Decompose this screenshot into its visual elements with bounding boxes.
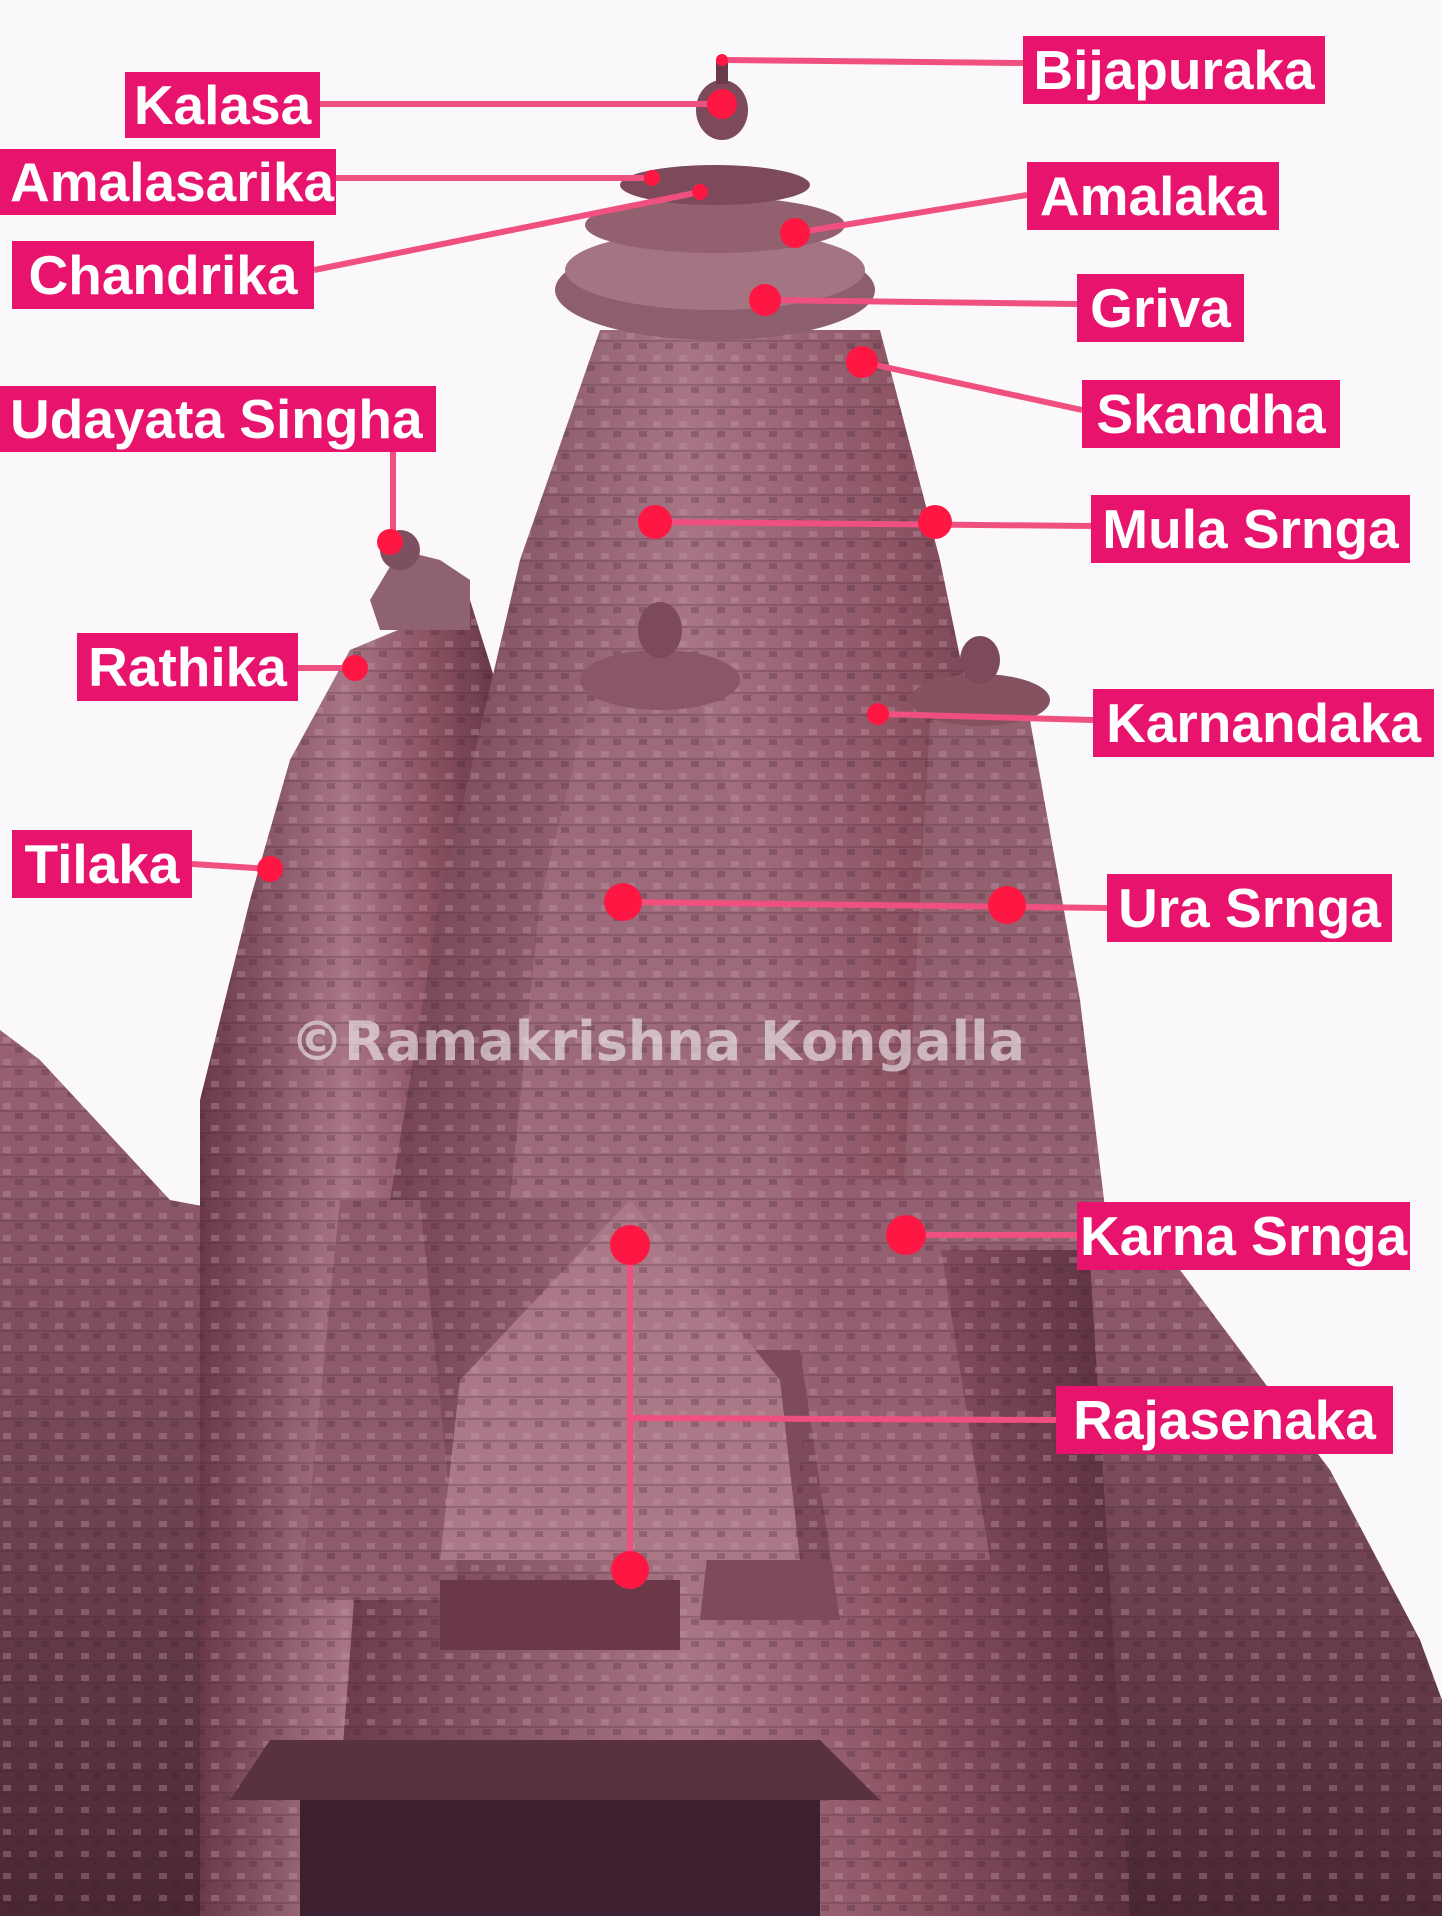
label-rajasenaka: Rajasenaka	[1056, 1386, 1393, 1454]
label-udayata-singha: Udayata Singha	[0, 386, 436, 452]
porch-roof	[230, 1740, 880, 1916]
label-karna-srnga: Karna Srnga	[1077, 1202, 1410, 1270]
label-rathika: Rathika	[77, 633, 298, 701]
label-amalaka: Amalaka	[1027, 162, 1279, 230]
label-kalasa: Kalasa	[125, 72, 320, 138]
label-skandha: Skandha	[1082, 380, 1340, 448]
copyright-watermark: ©Ramakrishna Kongalla	[290, 1010, 1026, 1073]
label-mula-srnga: Mula Srnga	[1091, 495, 1410, 563]
ura-srnga-spire	[510, 602, 790, 1200]
label-chandrika: Chandrika	[12, 241, 314, 309]
label-bijapuraka: Bijapuraka	[1023, 36, 1325, 104]
label-tilaka: Tilaka	[12, 830, 192, 898]
label-karnandaka: Karnandaka	[1093, 689, 1434, 757]
crown	[555, 60, 875, 340]
label-amalasarika: Amalasarika	[0, 149, 336, 215]
rajasenaka-gable	[440, 1200, 800, 1650]
label-griva: Griva	[1077, 274, 1244, 342]
leader-lines	[191, 57, 1108, 1570]
label-ura-srnga: Ura Srnga	[1107, 874, 1392, 942]
marker-dots	[257, 54, 1026, 1589]
